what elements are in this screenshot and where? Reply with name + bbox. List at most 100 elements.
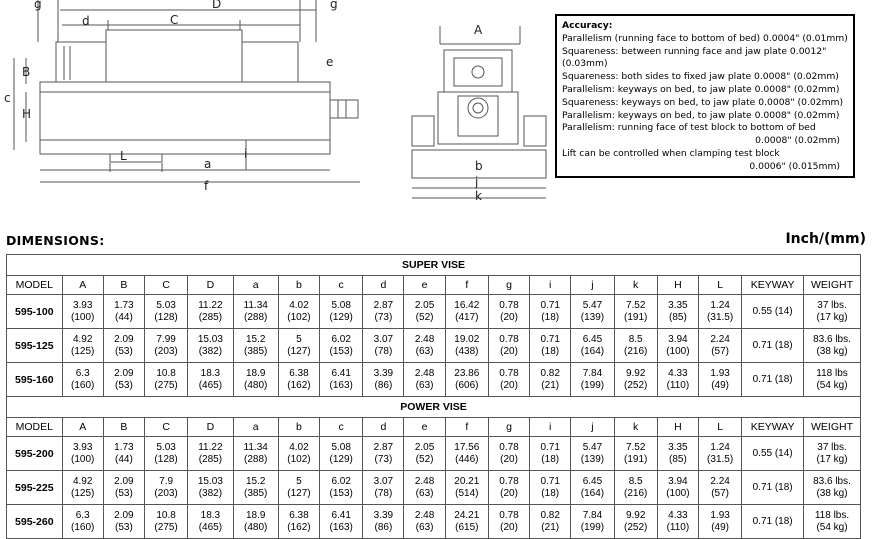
cell-value: 11.34	[243, 441, 268, 453]
front-view	[411, 26, 547, 199]
column-header: D	[187, 417, 234, 437]
cell-metric: (18)	[541, 311, 560, 323]
cell-metric: (73)	[374, 453, 393, 465]
table-cell: 4.33(110)	[656, 362, 699, 397]
cell-value: 3.93	[72, 441, 93, 453]
label-j: j	[474, 175, 478, 189]
cell-metric: (139)	[580, 453, 605, 465]
table-cell: 15.2(385)	[232, 470, 279, 505]
label-A: A	[474, 23, 483, 37]
table-cell: 2.24(57)	[697, 470, 743, 505]
cell-value: 18.3	[200, 509, 221, 521]
cell-metric: (86)	[374, 379, 393, 391]
cell-metric: (417)	[455, 311, 479, 323]
cell-metric: (86)	[374, 521, 393, 533]
accuracy-line: Squareness: keyways on bed, to jaw plate…	[562, 96, 844, 108]
table-cell: 4.02(102)	[277, 294, 321, 329]
cell-metric: (275)	[154, 379, 178, 391]
table-cell: 0.82(21)	[529, 504, 572, 539]
cell-value: 83.6 lbs.	[813, 333, 851, 345]
cell-metric: (199)	[580, 521, 605, 533]
cell-value: 4.33	[668, 509, 688, 521]
cell-value: 23.86	[454, 367, 480, 379]
cell-value: 10.8	[156, 367, 176, 379]
table-cell: 6.3(160)	[61, 504, 104, 539]
accuracy-line: 0.0006" (0.015mm)	[749, 160, 840, 172]
column-header: f	[444, 275, 489, 295]
accuracy-line: (0.03mm)	[562, 58, 608, 70]
cell-metric: (52)	[415, 453, 434, 465]
units-label: Inch/(mm)	[785, 231, 866, 247]
cell-value: 7.52	[625, 441, 646, 453]
cell-value: 0.78	[499, 299, 519, 311]
table-cell: 8.5(216)	[613, 328, 658, 363]
cell-metric: (20)	[500, 487, 518, 499]
accuracy-line: Parallelism: keyways on bed, to jaw plat…	[562, 109, 840, 121]
cell-value: 5.03	[156, 441, 176, 453]
cell-value: 0.71	[540, 299, 560, 311]
cell-value: 4.02	[289, 441, 309, 453]
table-cell: 18.3(465)	[187, 504, 234, 539]
column-header: c	[319, 275, 364, 295]
cell-value: 0.82	[540, 509, 560, 521]
table-cell: 0.55 (14)	[741, 436, 805, 471]
column-header: A	[61, 275, 104, 295]
side-view	[13, 0, 360, 183]
cell-value: 0.82	[540, 367, 560, 379]
table-cell: 5.47(139)	[570, 436, 615, 471]
cell-value: 15.03	[197, 333, 223, 345]
cell-value: 7.52	[625, 299, 646, 311]
table-cell: 1.24(31.5)	[697, 294, 743, 329]
table-cell: 7.52(191)	[613, 436, 658, 471]
table-cell: 0.71 (18)	[741, 328, 805, 363]
cell-value: 6.38	[289, 367, 309, 379]
cell-value: 7.84	[582, 509, 603, 521]
cell-metric: (163)	[329, 379, 353, 391]
cell-metric: (49)	[711, 379, 729, 391]
cell-metric: (162)	[287, 379, 311, 391]
cell-value: 5.03	[156, 299, 176, 311]
cell-metric: (18)	[541, 487, 560, 499]
cell-metric: (44)	[114, 453, 133, 465]
cell-metric: (446)	[455, 453, 479, 465]
cell-metric: (53)	[114, 345, 133, 357]
table-cell: 2.48(63)	[403, 328, 446, 363]
model-cell: 595-100	[6, 294, 63, 329]
cell-value: 3.94	[668, 475, 688, 487]
cell-value: 18.9	[245, 367, 266, 379]
column-header: j	[570, 275, 615, 295]
table-cell: 4.02(102)	[277, 436, 321, 471]
cell-value: 8.5	[628, 475, 643, 487]
table-cell: 7.9(203)	[143, 470, 189, 505]
cell-metric: (382)	[198, 487, 223, 499]
cell-value: 3.07	[373, 333, 394, 345]
table-cell: 3.39(86)	[362, 504, 405, 539]
table-cell: 17.56(446)	[444, 436, 489, 471]
cell-value: 0.55 (14)	[752, 447, 793, 459]
cell-metric: (20)	[500, 379, 518, 391]
column-header: e	[403, 417, 446, 437]
label-d: d	[82, 14, 90, 28]
table-cell: 6.02(153)	[319, 328, 364, 363]
cell-metric: (63)	[415, 521, 434, 533]
column-header: b	[277, 417, 321, 437]
cell-metric: (38 kg)	[816, 487, 848, 499]
table-cell: 5(127)	[277, 470, 321, 505]
table-cell: 6.41(163)	[319, 504, 364, 539]
cell-value: 0.78	[499, 509, 519, 521]
accuracy-line: Parallelism: running face of test block …	[562, 122, 816, 134]
cell-metric: (385)	[244, 487, 268, 499]
table-cell: 10.8(275)	[143, 362, 189, 397]
cell-metric: (102)	[287, 311, 311, 323]
column-header: WEIGHT	[803, 275, 861, 295]
cell-metric: (252)	[623, 379, 648, 391]
cell-metric: (164)	[580, 487, 605, 499]
table-cell: 2.87(73)	[362, 436, 405, 471]
cell-value: 6.02	[331, 333, 351, 345]
cell-metric: (38 kg)	[816, 345, 848, 357]
cell-metric: (18)	[541, 345, 560, 357]
table-cell: 0.71(18)	[529, 294, 572, 329]
